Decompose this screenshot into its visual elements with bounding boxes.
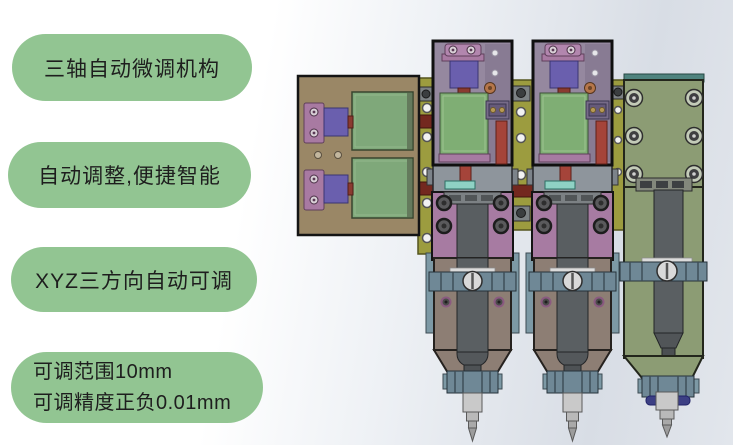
feature-label-1-text: 三轴自动微调机构 [44,57,220,81]
feature-label-4: 可调范围10mm 可调精度正负0.01mm [11,352,263,423]
feature-label-2-text: 自动调整,便捷智能 [38,165,221,188]
feature-label-3: XYZ三方向自动可调 [11,247,257,312]
driver-board-1 [351,91,414,151]
feature-label-1: 三轴自动微调机构 [12,34,252,101]
clamp-band [619,260,708,282]
panel-hole [314,151,322,159]
panel-motor-2 [303,169,354,211]
feature-label-3-text: XYZ三方向自动可调 [35,269,233,293]
feature-label-4-line1: 可调范围10mm [33,360,173,383]
feature-label-2: 自动调整,便捷智能 [8,142,251,208]
driver-board-2 [351,157,414,219]
panel-hole [334,151,342,159]
z-nozzle [637,375,700,439]
panel-motor-1 [303,102,354,144]
left-mounting-panel [296,74,421,237]
dispenser-head-1 [424,163,521,443]
z-axis-assembly [619,73,708,439]
feature-label-4-line2: 可调精度正负0.01mm [33,391,232,414]
machine-illustration [296,39,708,443]
fine-tune-module-1 [431,39,514,167]
fine-tune-module-2 [531,39,614,167]
dispenser-head-2 [524,163,621,443]
